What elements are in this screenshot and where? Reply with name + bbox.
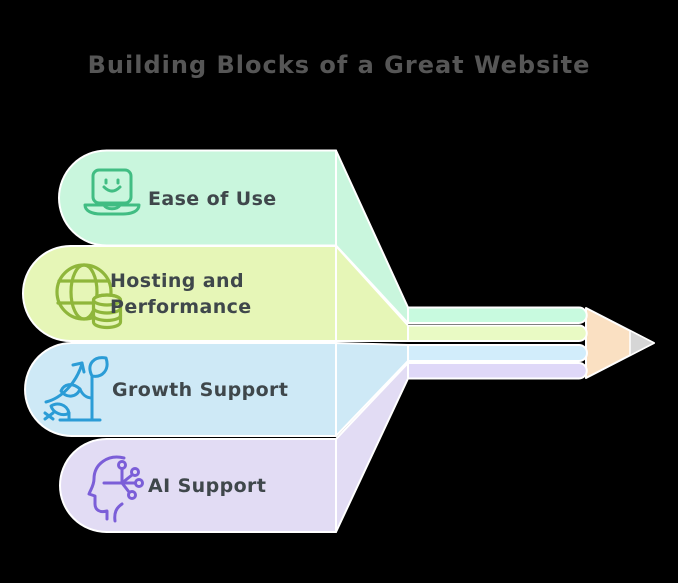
block-label-growth-support: Growth Support xyxy=(112,378,289,401)
block-label-ai-support: AI Support xyxy=(148,474,267,497)
block-label-hosting-performance: Hosting and Performance xyxy=(110,269,252,318)
block-ai-support xyxy=(59,438,337,533)
globe-database-icon xyxy=(55,263,123,330)
plant-growth-icon xyxy=(43,356,109,422)
pencil-stripe-1 xyxy=(407,306,588,324)
head-circuit-icon xyxy=(87,455,144,523)
block-label-ease-of-use: Ease of Use xyxy=(148,187,277,210)
pencil-stripe-4 xyxy=(407,362,588,380)
page-title: Building Blocks of a Great Website xyxy=(87,51,591,79)
block-growth-support xyxy=(24,342,337,437)
pencil-stripe-2 xyxy=(407,324,588,342)
block-ease-of-use xyxy=(58,149,337,247)
pencil-wood xyxy=(585,307,655,379)
pencil-lead-tip xyxy=(629,329,655,357)
pencil-stripe-3 xyxy=(407,344,588,362)
laptop-smiley-icon xyxy=(83,168,141,216)
